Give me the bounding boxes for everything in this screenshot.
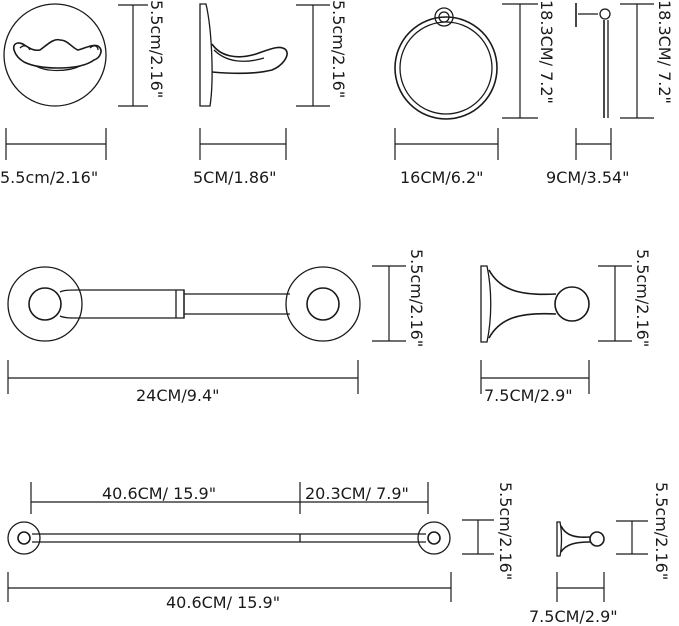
towel-ring-front-width-label: 16CM/6.2" <box>400 168 484 187</box>
robe-hook-front-view <box>3 3 107 107</box>
robe-hook-side-width-label: 5CM/1.86" <box>193 168 277 187</box>
paper-holder-width-label: 24CM/9.4" <box>136 386 220 405</box>
towel-ring-side-width-label: 9CM/3.54" <box>546 168 630 187</box>
robe-hook-front-height-label: 5.5cm/2.16" <box>147 0 166 98</box>
towel-bar-front-view <box>7 521 451 555</box>
paper-holder-height-dim <box>372 265 406 342</box>
paper-holder-side-width-label: 7.5CM/2.9" <box>484 386 573 405</box>
towel-bar-side-view <box>556 521 605 557</box>
towel-bar-segment-dims <box>30 482 429 514</box>
paper-holder-side-height-dim <box>598 265 632 342</box>
towel-ring-side-height-label: 18.3CM/ 7.2" <box>655 0 674 104</box>
paper-holder-width-dim <box>7 360 359 394</box>
paper-holder-height-label: 5.5cm/2.16" <box>407 249 426 347</box>
towel-bar-side-height-label: 5.5cm/2.16" <box>652 482 671 580</box>
towel-bar-segment-left-label: 40.6CM/ 15.9" <box>102 484 216 503</box>
towel-bar-total-label: 40.6CM/ 15.9" <box>166 593 280 612</box>
towel-bar-side-width-label: 7.5CM/2.9" <box>529 607 618 626</box>
robe-hook-side-height-dim <box>296 4 330 107</box>
paper-holder-side-width-dim <box>480 360 590 394</box>
towel-ring-front-view <box>394 7 498 120</box>
robe-hook-front-width-dim <box>5 128 107 160</box>
towel-ring-front-height-dim <box>502 3 538 119</box>
paper-holder-front-view <box>7 266 361 342</box>
paper-holder-side-height-label: 5.5cm/2.16" <box>633 249 652 347</box>
towel-ring-side-width-dim <box>575 128 612 160</box>
towel-bar-height-dim <box>462 519 494 555</box>
towel-ring-front-width-dim <box>394 128 499 160</box>
towel-bar-height-label: 5.5cm/2.16" <box>496 482 515 580</box>
robe-hook-side-view <box>199 3 288 107</box>
robe-hook-side-height-label: 5.5cm/2.16" <box>329 0 348 98</box>
towel-bar-side-width-dim <box>556 572 605 602</box>
towel-ring-front-height-label: 18.3CM/ 7.2" <box>537 0 556 104</box>
towel-ring-side-view <box>575 3 611 118</box>
towel-bar-total-dim <box>7 572 452 602</box>
towel-ring-side-height-dim <box>620 3 654 119</box>
towel-bar-side-height-dim <box>616 520 648 555</box>
robe-hook-side-width-dim <box>199 128 287 160</box>
robe-hook-front-height-dim <box>118 4 148 107</box>
paper-holder-side-view <box>480 265 590 343</box>
robe-hook-front-width-label: 5.5cm/2.16" <box>0 168 98 187</box>
towel-bar-segment-right-label: 20.3CM/ 7.9" <box>305 484 409 503</box>
